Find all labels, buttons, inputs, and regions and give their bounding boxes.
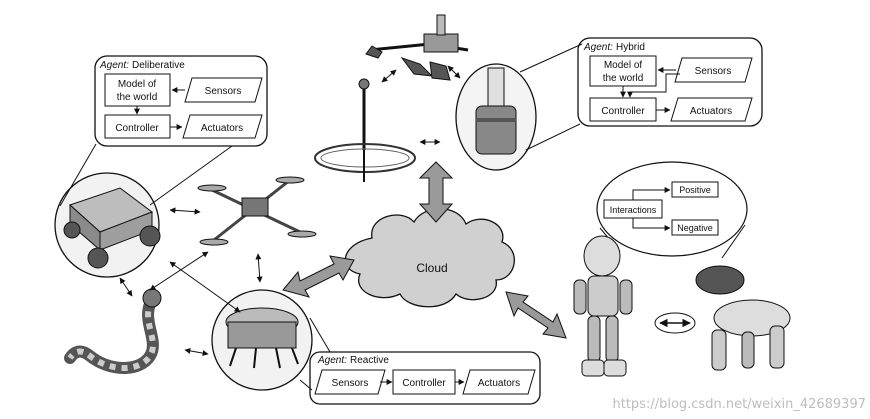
hybrid-model-line2: the world	[603, 73, 644, 84]
hybrid-controller-label: Controller	[601, 106, 645, 117]
positive-box	[671, 181, 719, 198]
hybrid-agent-word: Agent:	[583, 42, 613, 53]
human-robot-link-ellipse	[654, 312, 696, 334]
reactive-agent-word: Agent:	[317, 355, 347, 366]
cloud-link-top	[418, 161, 454, 223]
reactive-controller-box	[392, 369, 456, 395]
hybrid-actuators-label: Actuators	[690, 106, 732, 117]
reactive-sensors-label: Sensors	[332, 378, 369, 389]
deliberative-agent-type: Deliberative	[132, 60, 185, 71]
hybrid-agent-box: Agent: Hybrid Model of the world Sensors…	[577, 37, 763, 127]
deliberative-actuators-label: Actuators	[201, 123, 243, 134]
negative-label: Negative	[677, 223, 713, 233]
reactive-robot-illustration	[211, 289, 331, 391]
reactive-agent-box: Agent: Reactive Sensors Controller Actua…	[309, 351, 541, 405]
negative-box	[671, 219, 719, 236]
deliberative-agent-box: Agent: Deliberative Model of the world S…	[94, 55, 268, 147]
deliberative-sensors-box	[184, 77, 263, 103]
hybrid-sensors-label: Sensors	[695, 66, 732, 77]
ring-robot-illustration	[314, 78, 416, 182]
cylinder-robot-illustration	[455, 43, 583, 171]
cloud-link-right	[505, 291, 567, 339]
hexapod-illustration	[365, 14, 469, 81]
reactive-sensors-box	[314, 369, 386, 395]
hybrid-model-line1: Model of	[604, 60, 643, 71]
deliberative-model-line2: the world	[117, 92, 158, 103]
cloud-label: Cloud	[416, 261, 447, 275]
hybrid-actuators-box	[670, 97, 753, 122]
cloud-node: Cloud	[344, 208, 515, 308]
deliberative-model-line1: Model of	[118, 79, 157, 90]
hybrid-agent-type: Hybrid	[616, 42, 645, 53]
reactive-actuators-box	[462, 369, 536, 395]
watermark-text: https://blog.csdn.net/weixin_42689397	[612, 397, 866, 412]
deliberative-actuators-box	[182, 114, 263, 139]
deliberative-controller-label: Controller	[115, 123, 159, 134]
reactive-actuators-label: Actuators	[478, 378, 520, 389]
humanoid-robot-illustration	[573, 235, 633, 377]
robot-dog-illustration	[695, 265, 791, 371]
quadcopter-illustration	[197, 176, 317, 246]
cloud-link-left	[282, 255, 355, 298]
snake-robot-illustration	[64, 288, 162, 374]
reactive-agent-type: Reactive	[350, 355, 389, 366]
deliberative-agent-word: Agent:	[99, 60, 129, 71]
connector-arrows	[119, 65, 691, 357]
reactive-controller-label: Controller	[402, 378, 446, 389]
interactions-label: Interactions	[610, 205, 657, 215]
interactions-bubble: Interactions Positive Negative	[596, 161, 748, 259]
deliberative-sensors-label: Sensors	[205, 86, 242, 97]
tracked-rover-illustration	[54, 143, 233, 278]
positive-label: Positive	[679, 185, 711, 195]
deliberative-model-box	[104, 73, 171, 107]
hybrid-model-box	[589, 55, 657, 87]
